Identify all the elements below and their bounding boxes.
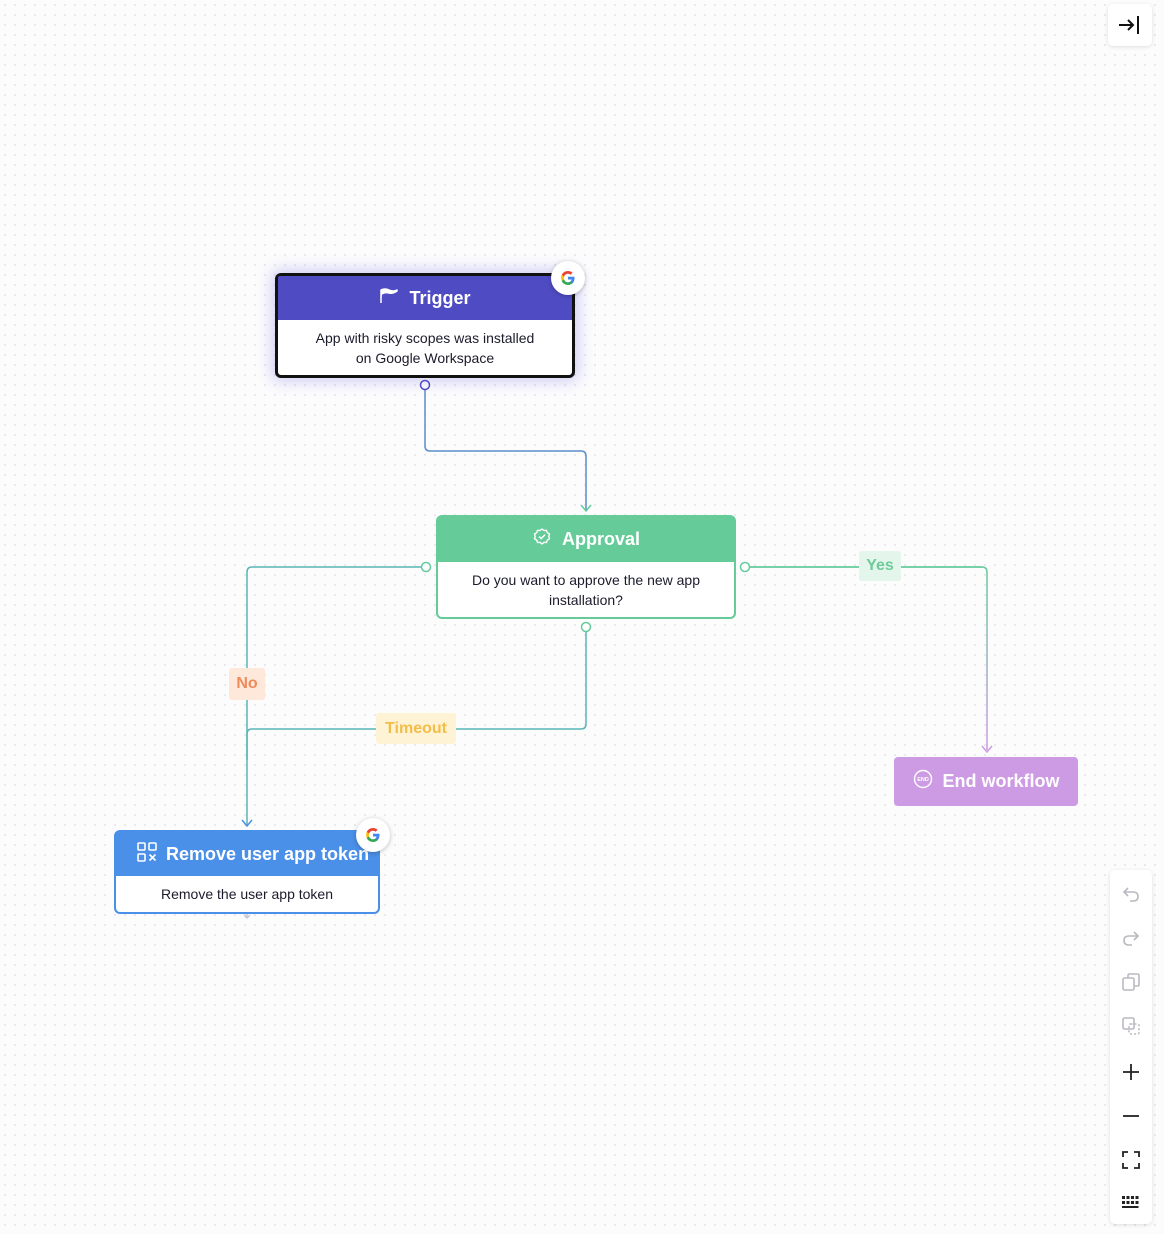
canvas-toolbar	[1110, 870, 1152, 1224]
end-icon: END	[913, 769, 933, 794]
trigger-title: Trigger	[409, 287, 471, 308]
trigger-description-line1: App with risky scopes was installed	[315, 329, 535, 346]
approval-description: Do you want to approve the new app insta…	[438, 562, 734, 617]
zoom-in-icon	[1123, 1064, 1139, 1080]
redo-button[interactable]	[1110, 918, 1152, 958]
fit-view-button[interactable]	[1110, 1140, 1152, 1180]
copy-icon	[1122, 973, 1140, 991]
approval-node-header: Approval	[438, 517, 734, 562]
approval-title: Approval	[561, 529, 640, 549]
approval-description-line1: Do you want to approve the new app	[471, 571, 701, 588]
trigger-output-handle[interactable]	[419, 379, 431, 391]
end-workflow-node[interactable]: END End workflow	[894, 757, 1078, 806]
redo-icon	[1123, 931, 1140, 946]
arrow-head	[580, 504, 592, 513]
zoom-out-button[interactable]	[1110, 1096, 1152, 1136]
qr-remove-icon	[136, 841, 158, 868]
google-icon	[366, 828, 380, 842]
remove-description: Remove the user app token	[161, 886, 333, 902]
copy-button[interactable]	[1110, 962, 1152, 1002]
edge-label-timeout[interactable]: Timeout	[376, 713, 456, 744]
approval-no-handle[interactable]	[420, 561, 432, 573]
zoom-in-button[interactable]	[1110, 1052, 1152, 1092]
google-icon	[561, 271, 575, 285]
edge-label-no[interactable]: No	[229, 668, 265, 700]
keyboard-icon	[1122, 1196, 1139, 1208]
edge-no-remove[interactable]	[246, 566, 421, 826]
trigger-description: App with risky scopes was installed on G…	[278, 320, 572, 375]
edge-trigger-approval[interactable]	[424, 390, 587, 510]
remove-token-node[interactable]: Remove user app token Remove the user ap…	[114, 830, 380, 914]
end-title: End workflow	[942, 771, 1060, 791]
undo-icon	[1122, 887, 1139, 902]
badge-check-icon	[532, 527, 552, 552]
paste-icon	[1122, 1017, 1140, 1035]
remove-node-header: Remove user app token	[116, 832, 378, 876]
google-integration-badge	[356, 818, 390, 852]
approval-timeout-handle[interactable]	[580, 621, 592, 633]
google-integration-badge	[551, 261, 585, 295]
trigger-node[interactable]: Trigger App with risky scopes was instal…	[275, 273, 575, 378]
undo-button[interactable]	[1110, 874, 1152, 914]
approval-description-line2: installation?	[549, 591, 623, 608]
arrow-right-to-line-icon	[1119, 16, 1139, 34]
arrow-head	[241, 819, 253, 828]
approval-node[interactable]: Approval Do you want to approve the new …	[436, 515, 736, 619]
svg-text:END: END	[917, 777, 929, 783]
edge-label-yes[interactable]: Yes	[859, 551, 901, 581]
trigger-node-header: Trigger	[278, 276, 572, 320]
zoom-out-icon	[1123, 1115, 1139, 1117]
trigger-description-line2: on Google Workspace	[355, 349, 495, 366]
approval-yes-handle[interactable]	[739, 561, 751, 573]
collapse-panel-button[interactable]	[1108, 4, 1152, 46]
edge-yes-end[interactable]	[750, 566, 988, 750]
paste-button[interactable]	[1110, 1006, 1152, 1046]
keyboard-shortcuts-button[interactable]	[1110, 1182, 1152, 1222]
remove-title: Remove user app token	[166, 843, 370, 864]
fit-view-icon	[1122, 1151, 1140, 1169]
arrow-head	[981, 745, 993, 754]
flag-icon	[379, 287, 399, 309]
